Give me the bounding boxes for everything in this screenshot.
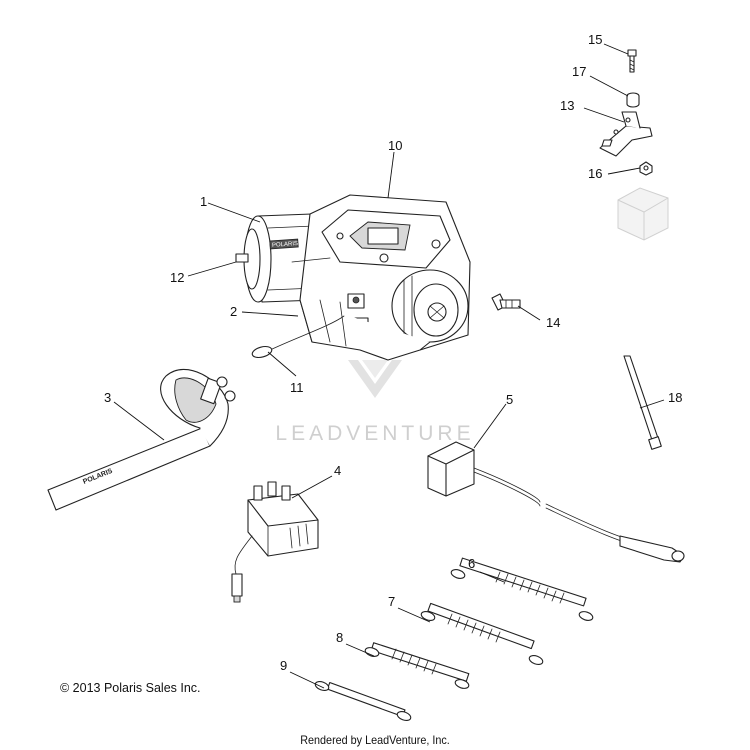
controller-cable bbox=[427, 441, 685, 563]
callout-3: 3 bbox=[104, 390, 111, 405]
callout-4: 4 bbox=[334, 463, 341, 478]
leader-lines bbox=[113, 43, 665, 689]
callout-labels: 1 2 3 4 5 6 7 8 9 10 11 12 13 14 15 16 1… bbox=[104, 32, 682, 673]
callout-14: 14 bbox=[546, 315, 560, 330]
bracket-hardware bbox=[599, 49, 669, 241]
callout-9: 9 bbox=[280, 658, 287, 673]
callout-16: 16 bbox=[588, 166, 602, 181]
winch-assembly: POLARIS bbox=[235, 194, 471, 361]
callout-10: 10 bbox=[388, 138, 402, 153]
contactor bbox=[231, 481, 319, 603]
callout-5: 5 bbox=[506, 392, 513, 407]
callout-13: 13 bbox=[560, 98, 574, 113]
callout-6: 6 bbox=[468, 556, 475, 571]
callout-18: 18 bbox=[668, 390, 682, 405]
cable-8 bbox=[364, 642, 470, 689]
callout-12: 12 bbox=[170, 270, 184, 285]
winch-strap: POLARIS bbox=[47, 369, 236, 511]
cable-7 bbox=[420, 602, 544, 666]
bolt-14 bbox=[491, 293, 521, 311]
cable-9 bbox=[314, 680, 412, 722]
rod-18 bbox=[623, 355, 662, 450]
callout-1: 1 bbox=[200, 194, 207, 209]
cable-6 bbox=[450, 557, 594, 621]
callout-8: 8 bbox=[336, 630, 343, 645]
copyright-notice: © 2013 Polaris Sales Inc. bbox=[60, 681, 201, 695]
rendered-by-credit: Rendered by LeadVenture, Inc. bbox=[300, 733, 450, 747]
callout-7: 7 bbox=[388, 594, 395, 609]
callout-15: 15 bbox=[588, 32, 602, 47]
callout-2: 2 bbox=[230, 304, 237, 319]
winch-brand-text: POLARIS bbox=[272, 241, 298, 249]
watermark-text: LEADVENTURE bbox=[275, 422, 474, 445]
callout-11: 11 bbox=[290, 380, 304, 395]
callout-17: 17 bbox=[572, 64, 586, 79]
watermark: LEADVENTURE bbox=[275, 360, 474, 445]
